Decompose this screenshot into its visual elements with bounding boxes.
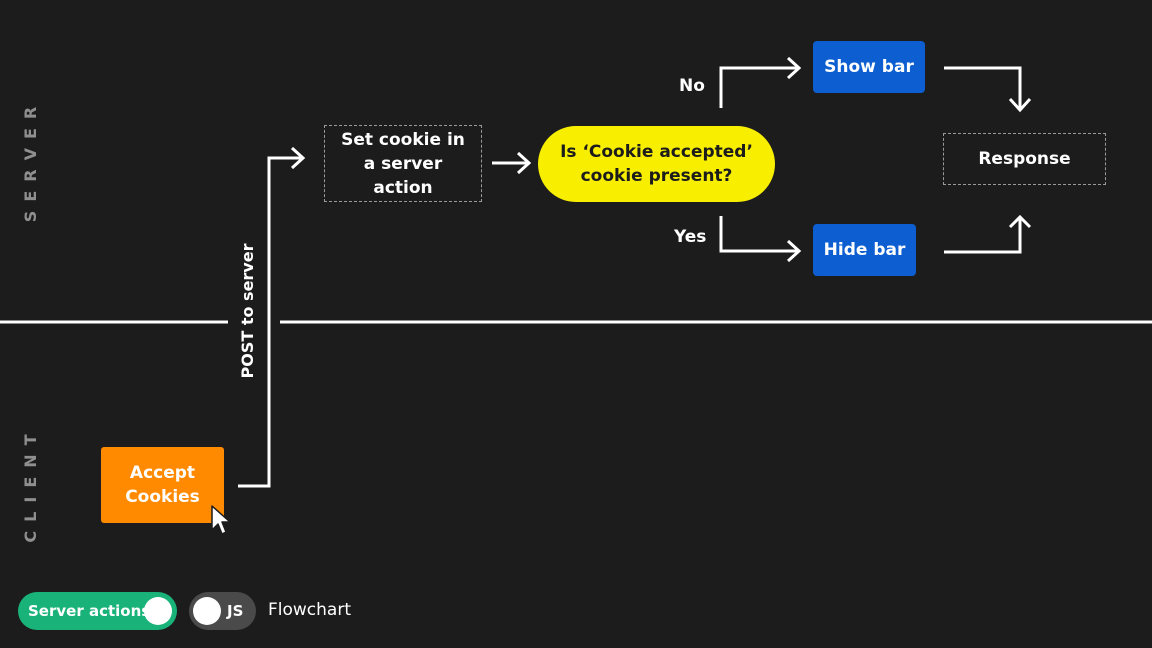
server-actions-toggle[interactable]: Server actions [18,592,177,630]
show-to-response-connector [944,66,1022,109]
yes-connector [719,216,798,253]
no-branch-label: No [679,76,705,96]
response-node: Response [943,133,1106,185]
hide-to-response-arrowhead [1008,214,1032,229]
accept-cookies-button[interactable]: Accept Cookies [101,447,224,523]
pointer-cursor-icon [211,505,231,535]
cookie-decision-node: Is ‘Cookie accepted’ cookie present? [538,126,775,202]
toggle-knob-icon [144,597,172,625]
set-to-decision-arrowhead [516,151,532,175]
js-toggle-label: JS [227,602,244,620]
js-toggle[interactable]: JS [189,592,256,630]
no-arrowhead [786,56,802,80]
yes-arrowhead [786,239,802,263]
toggle-knob-icon [193,597,221,625]
post-to-server-label: POST to server [238,243,257,379]
hide-bar-node: Hide bar [813,224,916,276]
no-connector [719,66,798,108]
post-arrowhead [290,146,306,170]
post-connector [238,156,302,488]
yes-branch-label: Yes [674,227,707,247]
server-actions-toggle-label: Server actions [28,602,151,620]
show-to-response-arrowhead [1008,97,1032,113]
flowchart-mode-label: Flowchart [268,600,351,620]
set-cookie-node: Set cookie in a server action [324,125,482,202]
hide-to-response-connector [944,218,1022,254]
show-bar-node: Show bar [813,41,925,93]
